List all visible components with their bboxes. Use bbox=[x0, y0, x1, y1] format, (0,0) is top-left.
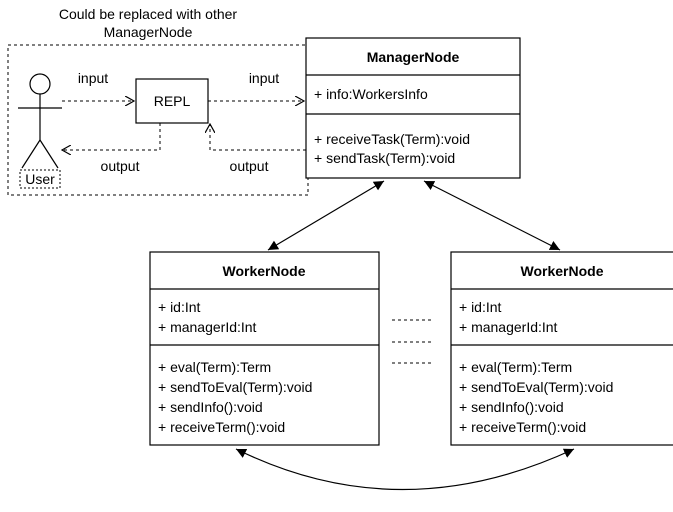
worker-node-box bbox=[149, 251, 380, 446]
user-label: User bbox=[25, 171, 55, 187]
edge-repl-to-user-label: output bbox=[101, 158, 140, 174]
worker-method: + eval(Term):Term bbox=[459, 359, 572, 375]
worker-method: + sendToEval(Term):void bbox=[158, 379, 312, 395]
user-label-frame bbox=[19, 169, 61, 189]
worker-attribute: + id:Int bbox=[459, 299, 502, 315]
edge-worker-to-worker bbox=[235, 448, 575, 491]
note-line-1: Could be replaced with other bbox=[59, 6, 238, 22]
edge-repl-to-user bbox=[62, 123, 161, 150]
manager-method: + sendTask(Term):void bbox=[314, 150, 455, 166]
worker-method: + sendInfo():void bbox=[459, 399, 564, 415]
manager-node-box bbox=[305, 37, 521, 179]
repl-box bbox=[135, 78, 209, 124]
manager-attribute: + info:WorkersInfo bbox=[314, 86, 428, 102]
worker-node-title: WorkerNode bbox=[223, 263, 306, 279]
worker-method: + receiveTerm():void bbox=[158, 419, 285, 435]
edge-user-to-repl-label: input bbox=[78, 70, 108, 86]
worker-method: + sendInfo():void bbox=[158, 399, 263, 415]
note-line-2: ManagerNode bbox=[104, 24, 193, 40]
edge-manager-to-repl bbox=[210, 124, 306, 151]
more-workers-ellipsis bbox=[392, 319, 432, 364]
worker-method: + receiveTerm():void bbox=[459, 419, 586, 435]
user-actor-icon bbox=[18, 73, 62, 169]
worker-node-box bbox=[450, 251, 673, 446]
worker-method: + eval(Term):Term bbox=[158, 359, 271, 375]
edge-manager-worker-left bbox=[267, 180, 385, 251]
worker-node-class-right: WorkerNode + id:Int + managerId:Int + ev… bbox=[450, 251, 673, 446]
worker-attribute: + managerId:Int bbox=[158, 319, 257, 335]
worker-attribute: + id:Int bbox=[158, 299, 201, 315]
worker-node-class-left: WorkerNode + id:Int + managerId:Int + ev… bbox=[149, 251, 380, 446]
manager-node-title: ManagerNode bbox=[367, 49, 460, 65]
edge-manager-to-repl-label: output bbox=[230, 158, 269, 174]
worker-method: + sendToEval(Term):void bbox=[459, 379, 613, 395]
manager-method: + receiveTask(Term):void bbox=[314, 131, 470, 147]
edge-manager-worker-right bbox=[423, 180, 561, 251]
edge-repl-to-manager-label: input bbox=[249, 70, 279, 86]
worker-attribute: + managerId:Int bbox=[459, 319, 558, 335]
worker-node-title: WorkerNode bbox=[521, 263, 604, 279]
manager-node-class: ManagerNode + info:WorkersInfo + receive… bbox=[305, 37, 521, 179]
repl-label: REPL bbox=[154, 93, 191, 109]
